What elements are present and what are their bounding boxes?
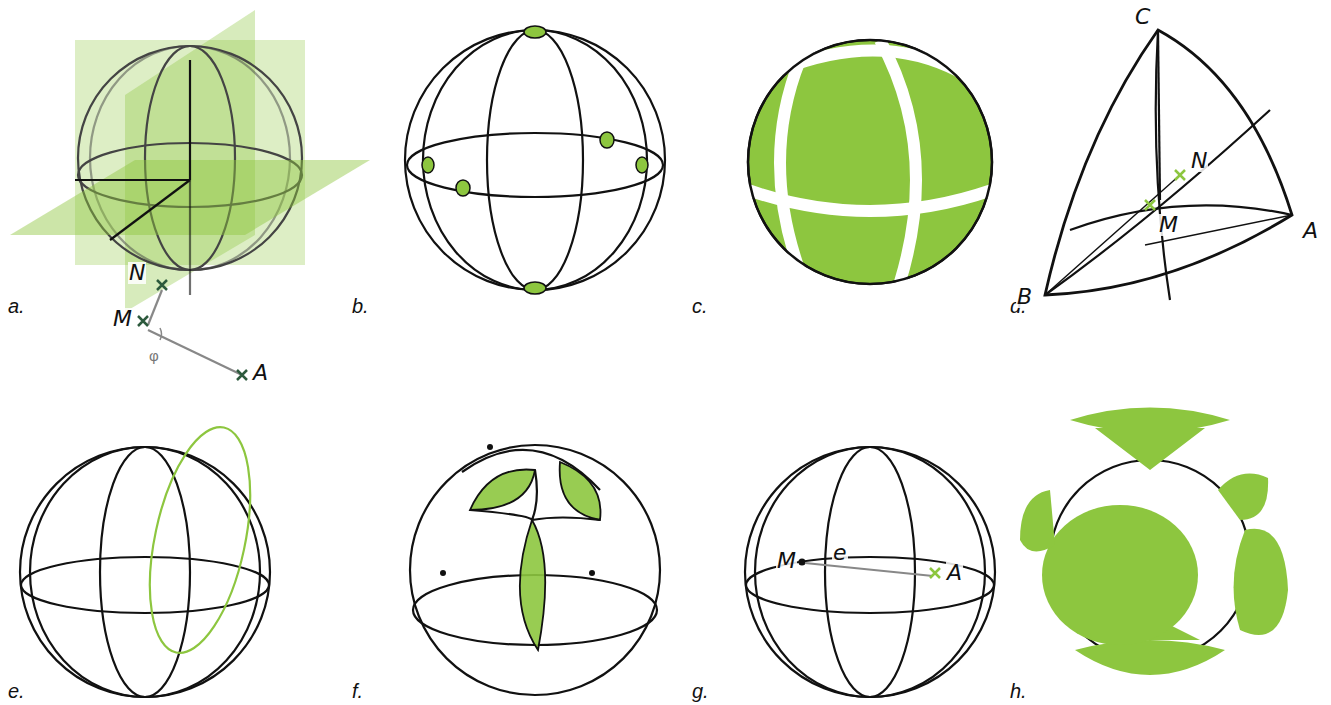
point-label: M: [1158, 214, 1179, 236]
panel-letter: f.: [352, 681, 363, 701]
point-label: A: [946, 562, 963, 584]
panel-letter: h.: [1010, 681, 1027, 701]
point-label: N: [128, 262, 146, 284]
point-label: B: [1016, 286, 1033, 308]
panel-letter: b.: [352, 296, 369, 316]
panel-letter: a.: [8, 296, 25, 316]
point-label: A: [1302, 220, 1319, 242]
point-label: C: [1134, 6, 1151, 28]
angle-label: φ: [149, 348, 159, 363]
panel-letter: g.: [692, 681, 709, 701]
panel-letter: e.: [8, 681, 25, 701]
point-label: N: [1190, 150, 1208, 172]
radius-label: e: [832, 542, 848, 564]
panel-letter: c.: [692, 296, 708, 316]
point-label: M: [112, 308, 133, 330]
point-label: A: [252, 362, 269, 384]
point-label: M: [776, 550, 797, 572]
